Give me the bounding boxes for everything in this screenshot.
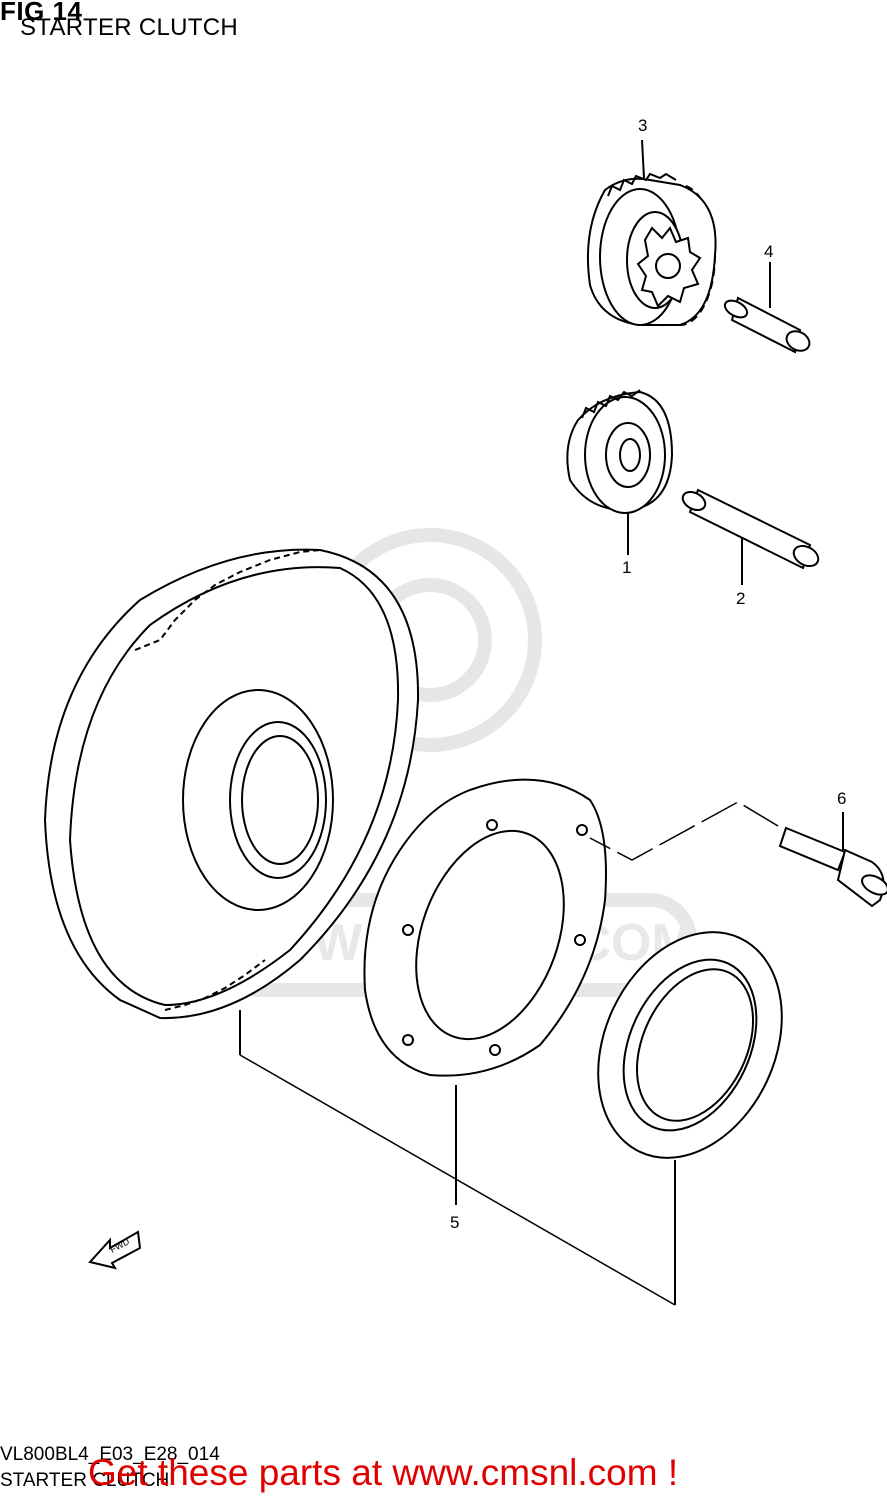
callout-5: 5 xyxy=(450,1213,459,1232)
part-1-gear[interactable] xyxy=(566,389,674,555)
callout-2: 2 xyxy=(736,589,745,608)
callout-1: 1 xyxy=(622,558,631,577)
starter-driven-gear[interactable] xyxy=(43,548,420,1055)
assembly-bracket xyxy=(239,1054,676,1306)
diagram-code: VL800BL4_E03_E28_014 xyxy=(0,1444,220,1465)
bolt-leader-line xyxy=(589,801,779,861)
part-3-spur-teeth xyxy=(636,226,702,308)
parts-diagram: WWW.CMSNL.COM 3 4 1 2 xyxy=(43,116,887,1306)
part-4-shaft[interactable] xyxy=(722,262,813,355)
part-5-housing[interactable] xyxy=(363,778,607,1205)
part-3-gear[interactable] xyxy=(586,139,717,326)
promo-link[interactable]: Get these parts at www.cmsnl.com ! xyxy=(88,1452,679,1493)
fwd-arrow-icon xyxy=(88,1230,142,1270)
part-2-shaft[interactable] xyxy=(680,488,822,585)
callout-3: 3 xyxy=(638,116,647,135)
one-way-clutch[interactable] xyxy=(563,902,817,1305)
callout-4: 4 xyxy=(764,242,773,261)
footer-subtitle: STARTER CLUTCH xyxy=(0,1470,170,1491)
part-6-bolt[interactable] xyxy=(778,812,887,908)
callout-6: 6 xyxy=(837,789,846,808)
figure-title: STARTER CLUTCH xyxy=(20,14,238,41)
figure-number: FIG 14 xyxy=(0,0,83,26)
